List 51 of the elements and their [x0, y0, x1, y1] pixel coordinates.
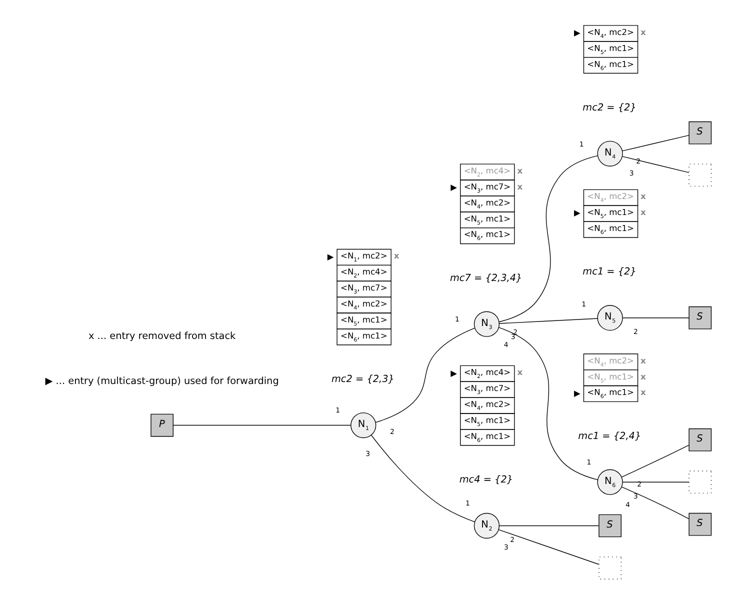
- node-box: S: [688, 512, 712, 536]
- node-box: S: [688, 306, 712, 330]
- connector: [622, 134, 689, 152]
- node-circle: N$_{4}$: [596, 140, 622, 166]
- connector: [620, 486, 689, 520]
- connector: [172, 424, 351, 426]
- node-label: x: [516, 165, 522, 176]
- node-label: x: [393, 250, 399, 261]
- node-label: ▶: [450, 182, 457, 192]
- label: ▶ ... entry (multicast-group) used for forwarding: [44, 376, 278, 388]
- connector: [498, 318, 598, 324]
- node-box: S: [688, 428, 712, 452]
- node-label: mc2 = {2,3}: [331, 374, 394, 386]
- connector: [374, 328, 475, 423]
- node-circle: N$_{6}$: [596, 469, 622, 495]
- node-box: S: [688, 121, 712, 144]
- node-label: ▶: [574, 388, 580, 398]
- connector: [498, 529, 599, 565]
- connector: [622, 156, 689, 173]
- node-label: x: [640, 371, 646, 382]
- node-label: ▶: [450, 368, 457, 378]
- node-box: [598, 556, 621, 580]
- node-circle: N$_{5}$: [596, 305, 622, 331]
- node-label: mc1 = {2,4}: [578, 430, 641, 442]
- node-label: ▶: [326, 251, 334, 262]
- node-label: x: [516, 181, 522, 192]
- node-label: x: [516, 367, 522, 378]
- node-label: mc7 = {2,3,4}: [449, 272, 522, 284]
- node-circle: N$_{3}$: [473, 311, 500, 337]
- node-label: ▶: [574, 28, 580, 38]
- connector: [498, 327, 598, 480]
- connector: [498, 525, 598, 526]
- connector: [370, 434, 475, 522]
- connector: [498, 155, 598, 322]
- node-box: [688, 164, 712, 187]
- label: x ... entry removed from stack: [88, 331, 236, 342]
- node-label: ▶: [574, 208, 580, 218]
- node-box: S: [598, 514, 621, 538]
- connector: [620, 444, 689, 478]
- node-label: x: [640, 26, 646, 37]
- node-box: [688, 470, 712, 494]
- node-box: P: [150, 414, 173, 437]
- node-label: mc2 = {2}: [582, 102, 636, 114]
- node-label: mc1 = {2}: [582, 266, 636, 278]
- node-label: x: [640, 387, 646, 398]
- node-circle: N$_{2}$: [473, 512, 500, 539]
- node-circle: N$_{1}$: [350, 412, 376, 438]
- node-label: x: [640, 355, 646, 366]
- node-label: x: [640, 207, 646, 218]
- node-label: x: [640, 191, 646, 202]
- node-label: mc4 = {2}: [458, 474, 513, 486]
